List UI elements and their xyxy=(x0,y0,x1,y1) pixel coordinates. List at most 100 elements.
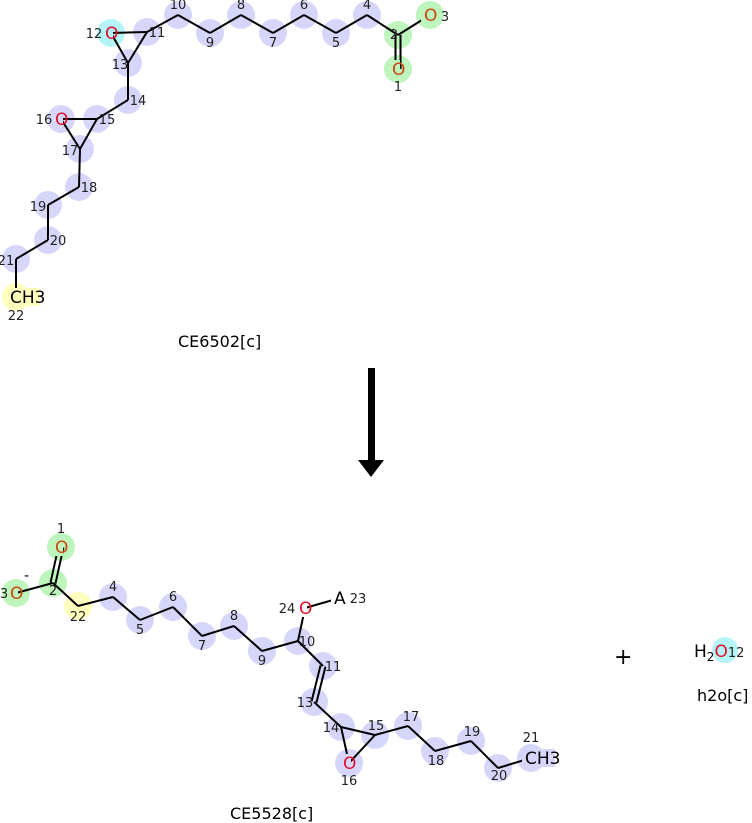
reactant-bond xyxy=(78,148,81,188)
reactant-atom-number: 4 xyxy=(363,0,371,13)
reactant-atom-number: 17 xyxy=(62,144,79,159)
reaction-arrow xyxy=(358,368,384,477)
product-atom-number: 1 xyxy=(57,522,65,537)
reactant-atom-number: 14 xyxy=(130,94,147,109)
product-atom-number: 20 xyxy=(491,769,508,784)
product-atom-number: 6 xyxy=(169,590,177,605)
reactant-atom-ch3: CH3 xyxy=(10,288,45,308)
reactant-atom-number: 13 xyxy=(112,58,129,73)
reactant-atom-number: 3 xyxy=(441,10,449,25)
reactant-atom-number: 11 xyxy=(149,26,166,41)
reactant-bond xyxy=(110,32,129,64)
reactant-atom-number: 2 xyxy=(390,28,398,43)
product-atom-number: 4 xyxy=(109,580,117,595)
reactant-atom-number: 22 xyxy=(8,309,25,324)
product-atom-number: 24 xyxy=(279,602,296,617)
product-atom-number: 7 xyxy=(198,639,206,654)
product-atom-number: 17 xyxy=(403,710,420,725)
reactant-atom-mask xyxy=(389,60,400,78)
reactant-atom-number: 21 xyxy=(0,254,14,269)
product-atom-mask xyxy=(296,599,307,617)
product-atom-number: 11 xyxy=(325,660,342,675)
product-atom-number: 13 xyxy=(297,696,314,711)
product-double-bond xyxy=(310,665,322,702)
product-atom-mask xyxy=(522,749,555,767)
reactant-atom-number: 7 xyxy=(269,36,277,51)
product-atom-number: 18 xyxy=(428,754,445,769)
product-bond xyxy=(15,582,54,594)
reactant-bond xyxy=(60,118,81,150)
product-bond xyxy=(112,596,141,621)
product-atom-number: 23 xyxy=(350,592,367,607)
reactant-atom-number: 12 xyxy=(86,27,103,42)
reactant-atom-o: O xyxy=(105,24,118,44)
product-double-bond xyxy=(315,666,327,703)
reactant-atom-number: 20 xyxy=(50,234,67,249)
product-atom-ch3: CH3 xyxy=(525,749,560,769)
product-atom-mask xyxy=(340,754,351,772)
product-bond xyxy=(434,740,472,752)
reactant-bond xyxy=(127,31,148,64)
reactant-bond xyxy=(15,239,49,260)
reactant-atom-number: 16 xyxy=(36,113,53,128)
product-bond xyxy=(340,726,376,736)
product-atom-number: 15 xyxy=(368,719,385,734)
reactant-atom-number: 1 xyxy=(394,80,402,95)
reactant-atom-o: O xyxy=(55,110,68,130)
reactant-bond xyxy=(96,99,129,120)
product-bond xyxy=(233,625,263,652)
product-bond xyxy=(172,606,203,637)
reactant-charge: - xyxy=(438,0,443,6)
reactant-atom-mask xyxy=(7,288,40,306)
product-name: CE5528[c] xyxy=(230,804,314,823)
product-atom-number: 8 xyxy=(230,609,238,624)
reactant-bond xyxy=(335,14,368,34)
reactant-atom-mask xyxy=(52,110,63,128)
product-atom-a: A xyxy=(334,589,346,609)
product-atom-number: 5 xyxy=(136,623,144,638)
reactant-bond xyxy=(209,14,242,34)
water-highlight xyxy=(712,637,738,663)
product-atom-number: 22 xyxy=(70,610,87,625)
product-atom-number: 16 xyxy=(341,774,358,789)
plus-sign: + xyxy=(614,645,632,670)
reactant-atom-number: 5 xyxy=(332,36,340,51)
product-atom-number: 19 xyxy=(464,725,481,740)
reactant-atom-number: 10 xyxy=(170,0,187,13)
product-bond xyxy=(348,734,376,764)
reactant-atom-number: 15 xyxy=(99,113,116,128)
reactant-atom-number: 9 xyxy=(206,36,214,51)
product-atom-number: 14 xyxy=(323,721,340,736)
product-atom-o: O xyxy=(10,584,23,604)
product-atom-mask xyxy=(52,538,63,556)
product-bond xyxy=(407,725,436,752)
water-formula: H2O12 xyxy=(694,642,744,664)
reactant-bond xyxy=(47,186,80,206)
product-bond xyxy=(470,740,499,769)
reactant-bond xyxy=(110,31,148,34)
product-atom-mask xyxy=(331,589,342,607)
product-atom-number: 9 xyxy=(258,654,266,669)
reactant-atom-o: O xyxy=(392,60,405,80)
reactant-atom-o: O xyxy=(424,6,437,26)
product-atom-number: 2 xyxy=(49,584,57,599)
reactant-atom-number: 6 xyxy=(300,0,308,13)
product-bond xyxy=(297,640,324,667)
reactant-atom-number: 18 xyxy=(81,181,98,196)
product-atom-o: O xyxy=(55,538,68,558)
product-bond xyxy=(374,725,409,736)
product-atom-mask xyxy=(7,584,18,602)
reactant-bond xyxy=(303,14,337,34)
reactant-bond xyxy=(272,14,305,34)
product-atom-o: O xyxy=(299,599,312,619)
reactant-atom-number: 19 xyxy=(30,200,47,215)
product-bond xyxy=(139,606,174,621)
product-bond xyxy=(52,582,79,607)
product-atom-o: O xyxy=(343,754,356,774)
reactant-atom-number: 8 xyxy=(237,0,245,13)
reactant-atom-mask xyxy=(421,6,432,24)
reactant-bond xyxy=(177,14,211,34)
product-bond xyxy=(201,625,235,637)
reactant-atom-mask xyxy=(102,24,113,42)
